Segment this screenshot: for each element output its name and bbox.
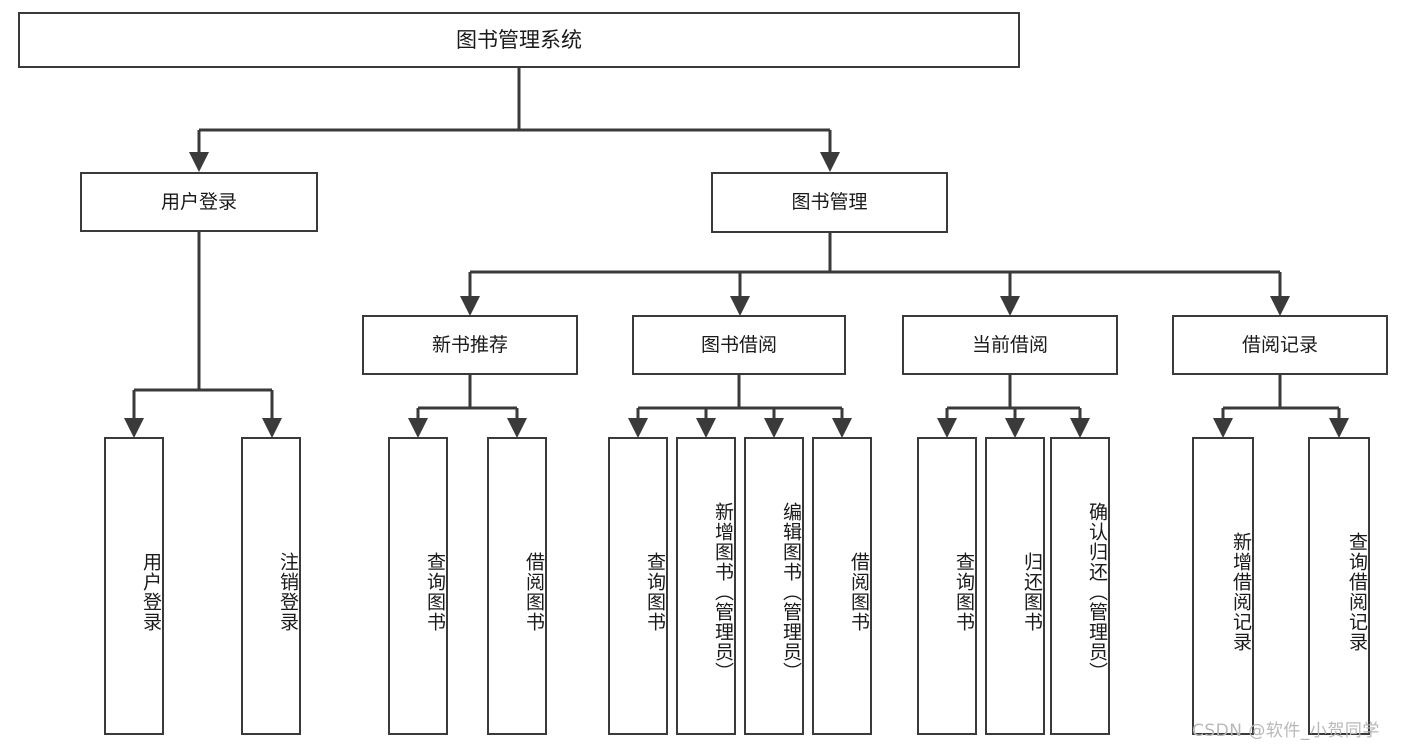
leaf-borrow-book-label: 借阅图书 bbox=[848, 552, 870, 632]
leaf-add-borrow-record-label: 新增借阅记录 bbox=[1230, 532, 1252, 652]
leaf-edit-book-admin[interactable]: 编辑图书（管理员） bbox=[744, 437, 804, 735]
leaf-borrow-book[interactable]: 借阅图书 bbox=[812, 437, 872, 735]
leaf-query-book-current-label: 查询图书 bbox=[953, 552, 975, 632]
node-book-borrow[interactable]: 图书借阅 bbox=[632, 315, 846, 375]
leaf-return-book-label: 归还图书 bbox=[1021, 552, 1043, 632]
leaf-query-borrow-record[interactable]: 查询借阅记录 bbox=[1308, 437, 1370, 735]
leaf-query-book-borrow-label: 查询图书 bbox=[644, 552, 666, 632]
leaf-add-book-admin[interactable]: 新增图书（管理员） bbox=[676, 437, 736, 735]
node-root-label: 图书管理系统 bbox=[456, 27, 582, 52]
node-borrow-record-label: 借阅记录 bbox=[1241, 333, 1318, 356]
leaf-return-book[interactable]: 归还图书 bbox=[985, 437, 1045, 735]
leaf-edit-book-admin-label: 编辑图书（管理员） bbox=[780, 502, 802, 682]
node-new-book-recommend[interactable]: 新书推荐 bbox=[362, 315, 578, 375]
leaf-user-login[interactable]: 用户登录 bbox=[104, 437, 164, 735]
leaf-add-borrow-record[interactable]: 新增借阅记录 bbox=[1192, 437, 1254, 735]
leaf-borrow-book-recommend[interactable]: 借阅图书 bbox=[487, 437, 547, 735]
node-book-management-label: 图书管理 bbox=[791, 191, 868, 214]
leaf-confirm-return-admin-label: 确认归还（管理员） bbox=[1086, 502, 1108, 682]
leaf-query-book-recommend-label: 查询图书 bbox=[424, 552, 446, 632]
leaf-logout-label: 注销登录 bbox=[277, 552, 299, 632]
leaf-query-book-recommend[interactable]: 查询图书 bbox=[388, 437, 448, 735]
leaf-query-book-borrow[interactable]: 查询图书 bbox=[608, 437, 668, 735]
leaf-confirm-return-admin[interactable]: 确认归还（管理员） bbox=[1050, 437, 1110, 735]
node-root[interactable]: 图书管理系统 bbox=[18, 12, 1020, 68]
leaf-add-book-admin-label: 新增图书（管理员） bbox=[712, 502, 734, 682]
node-new-book-recommend-label: 新书推荐 bbox=[431, 333, 508, 356]
node-user-login-label: 用户登录 bbox=[160, 190, 237, 213]
csdn-watermark: CSDN @软件_小贺同学 bbox=[1192, 721, 1380, 741]
leaf-borrow-book-recommend-label: 借阅图书 bbox=[523, 552, 545, 632]
node-book-borrow-label: 图书借阅 bbox=[700, 333, 777, 356]
leaf-user-login-label: 用户登录 bbox=[140, 552, 162, 632]
node-current-borrow[interactable]: 当前借阅 bbox=[902, 315, 1118, 375]
node-current-borrow-label: 当前借阅 bbox=[971, 333, 1048, 356]
node-borrow-record[interactable]: 借阅记录 bbox=[1172, 315, 1388, 375]
leaf-logout[interactable]: 注销登录 bbox=[241, 437, 301, 735]
node-book-management[interactable]: 图书管理 bbox=[711, 172, 948, 233]
leaf-query-borrow-record-label: 查询借阅记录 bbox=[1346, 532, 1368, 652]
leaf-query-book-current[interactable]: 查询图书 bbox=[917, 437, 977, 735]
node-user-login[interactable]: 用户登录 bbox=[80, 172, 318, 232]
